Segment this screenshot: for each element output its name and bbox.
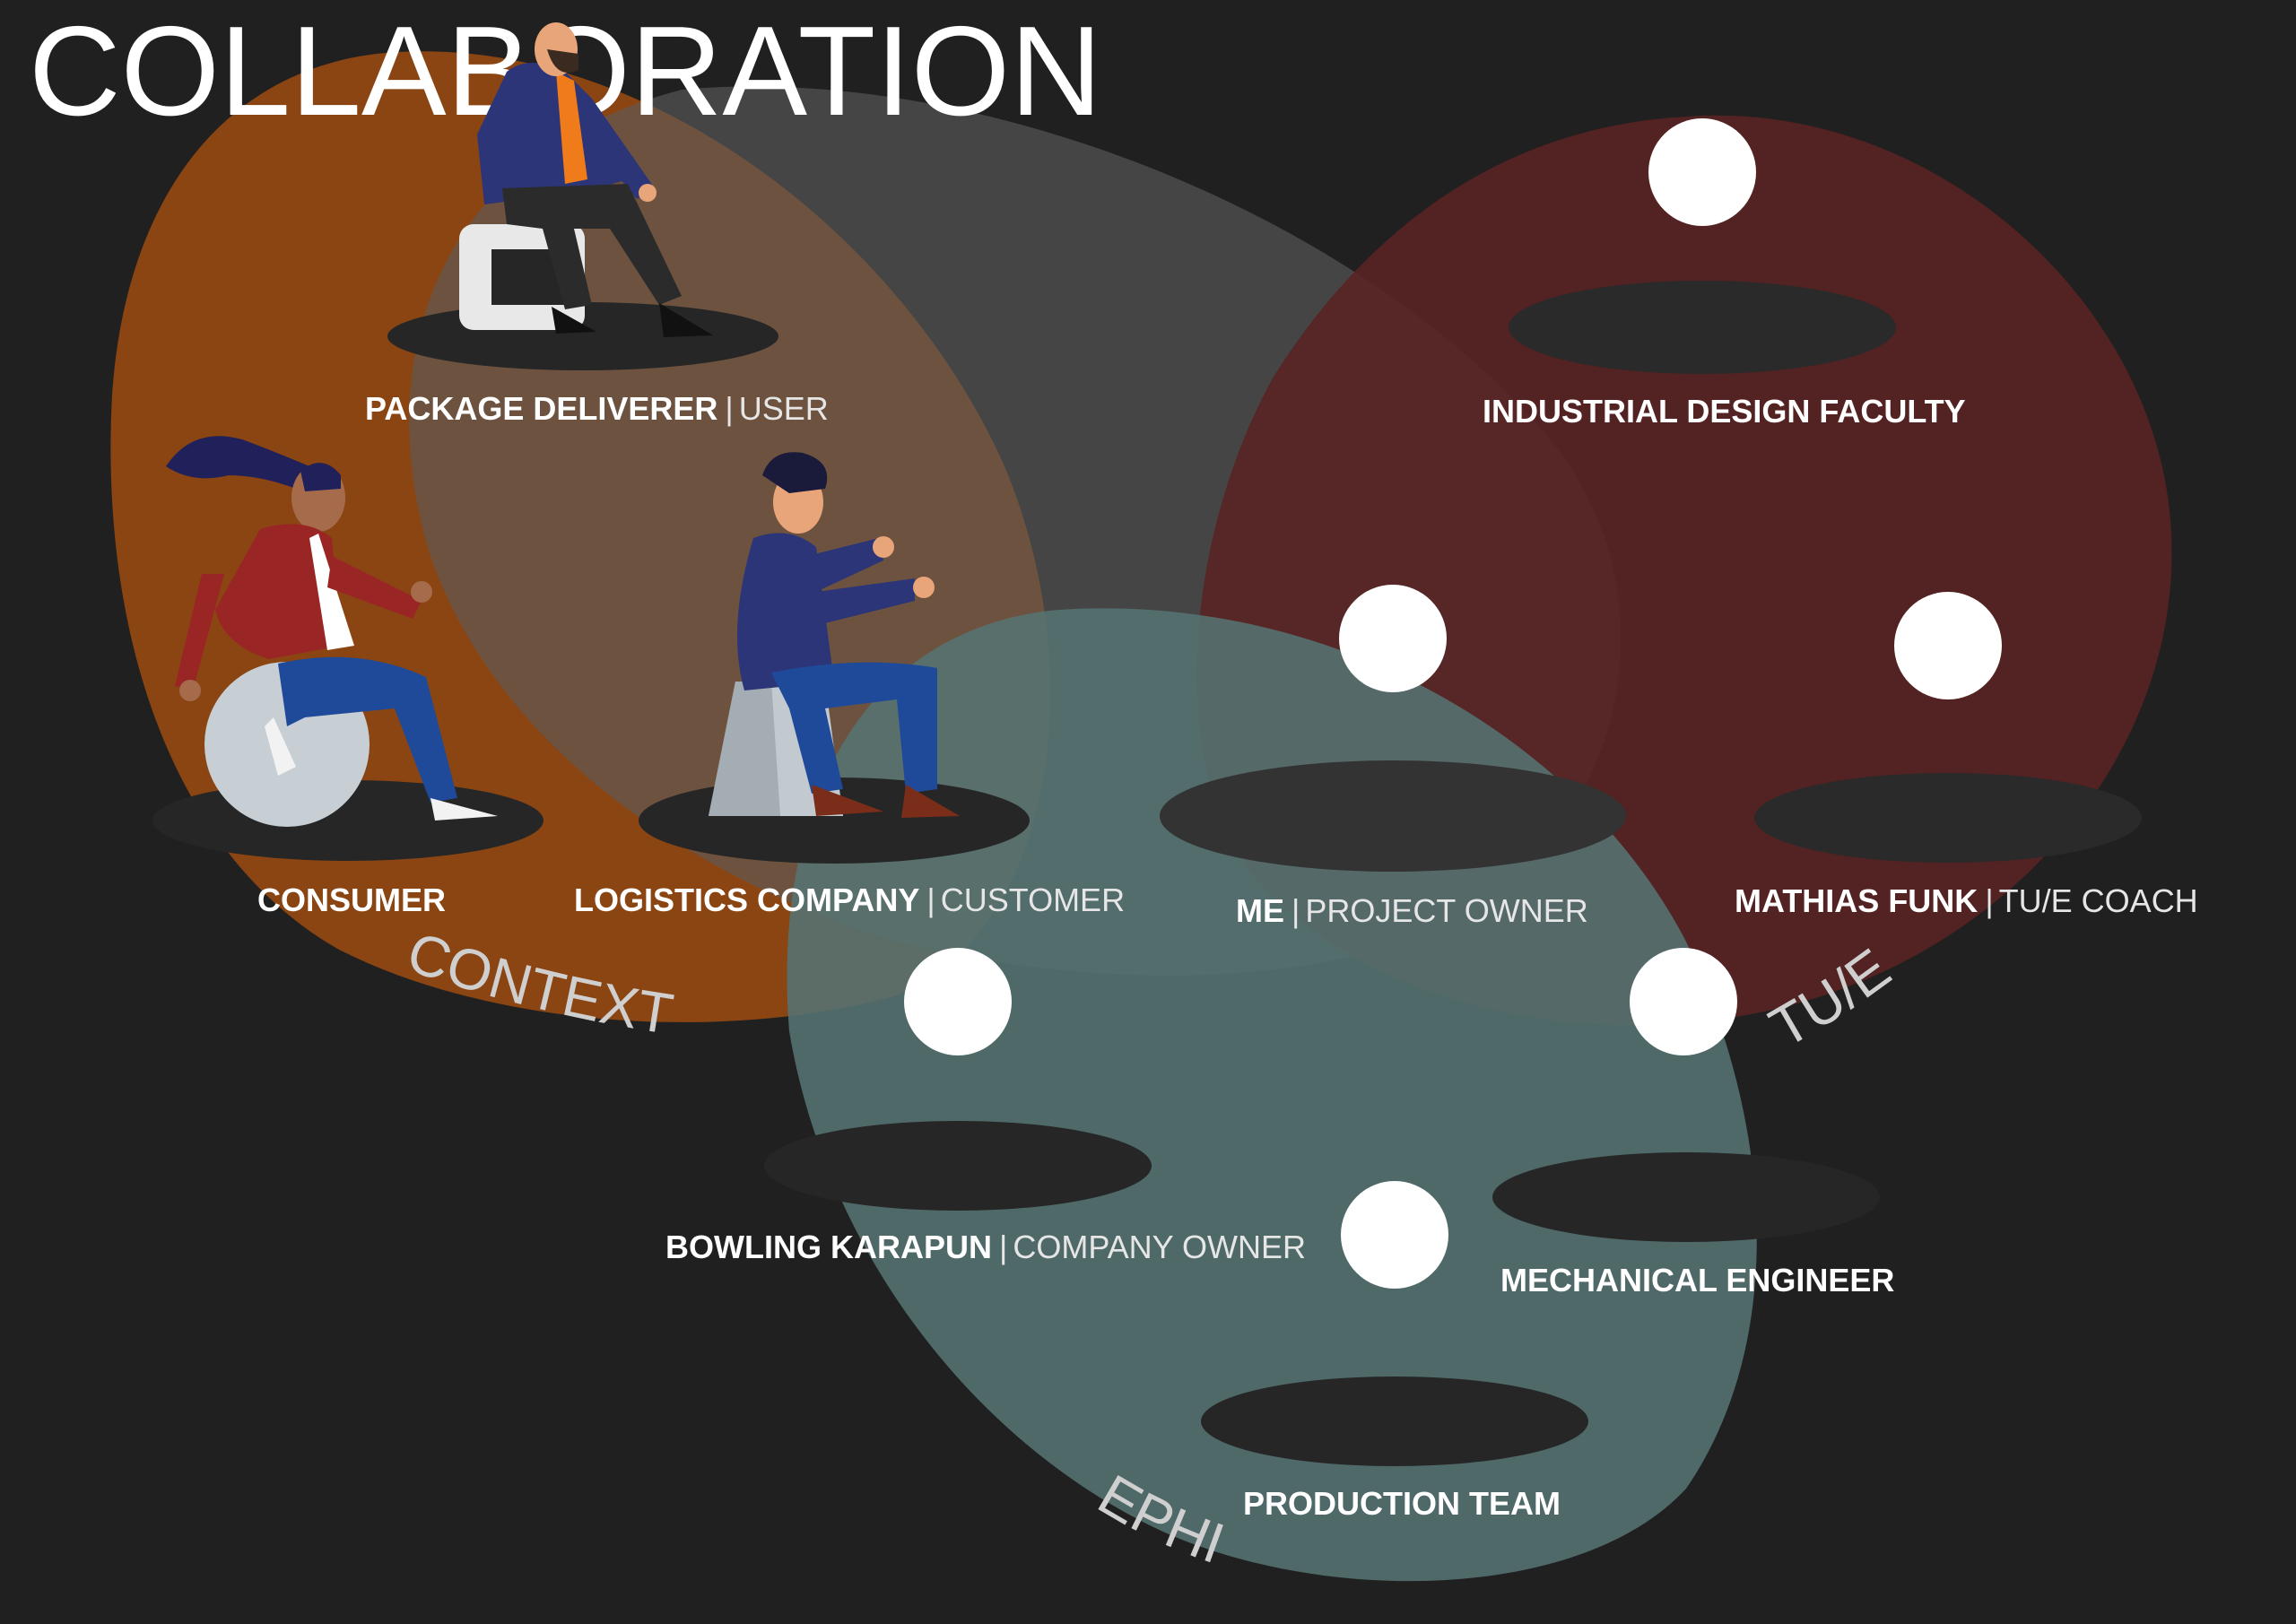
avatar-industrial-design-faculty (1648, 118, 1756, 226)
label-me: ME|PROJECT OWNER (1236, 892, 1588, 929)
avatar-tue-extra (1630, 948, 1737, 1055)
avatar-me (1339, 585, 1447, 692)
platform-bowling-karapun (764, 1121, 1152, 1211)
label-logistics-company: LOGISTICS COMPANY|CUSTOMER (574, 881, 1125, 918)
avatar-mathias-funk (1894, 592, 2002, 699)
avatar-mechanical-engineer (1341, 1181, 1448, 1289)
illustration-consumer (166, 436, 498, 827)
illustration-logistics-company (709, 452, 960, 818)
label-package-deliverer: PACKAGE DELIVERER|USER (365, 390, 829, 427)
label-industrial-design-faculty: INDUSTRIAL DESIGN FACULTY (1483, 393, 1966, 430)
avatar-placeholders (904, 118, 2002, 1289)
stakeholder-labels: PACKAGE DELIVERER|USER CONSUMER LOGISTIC… (257, 390, 2198, 1522)
label-mechanical-engineer: MECHANICAL ENGINEER (1500, 1262, 1894, 1298)
label-consumer: CONSUMER (257, 881, 446, 918)
platform-mechanical-engineer (1492, 1152, 1880, 1242)
label-bowling-karapun: BOWLING KARAPUN|COMPANY OWNER (665, 1229, 1306, 1265)
avatar-bowling-karapun (904, 948, 1012, 1055)
platform-production-team (1201, 1376, 1588, 1466)
label-production-team: PRODUCTION TEAM (1243, 1485, 1561, 1522)
platform-mathias-funk (1754, 773, 2142, 863)
platform-industrial-design-faculty (1509, 281, 1896, 374)
illustration-package-deliverer (459, 22, 713, 337)
label-mathias-funk: MATHIAS FUNK|TU/E COACH (1735, 882, 2198, 919)
platform-me (1160, 760, 1626, 872)
platforms (152, 281, 2142, 1466)
